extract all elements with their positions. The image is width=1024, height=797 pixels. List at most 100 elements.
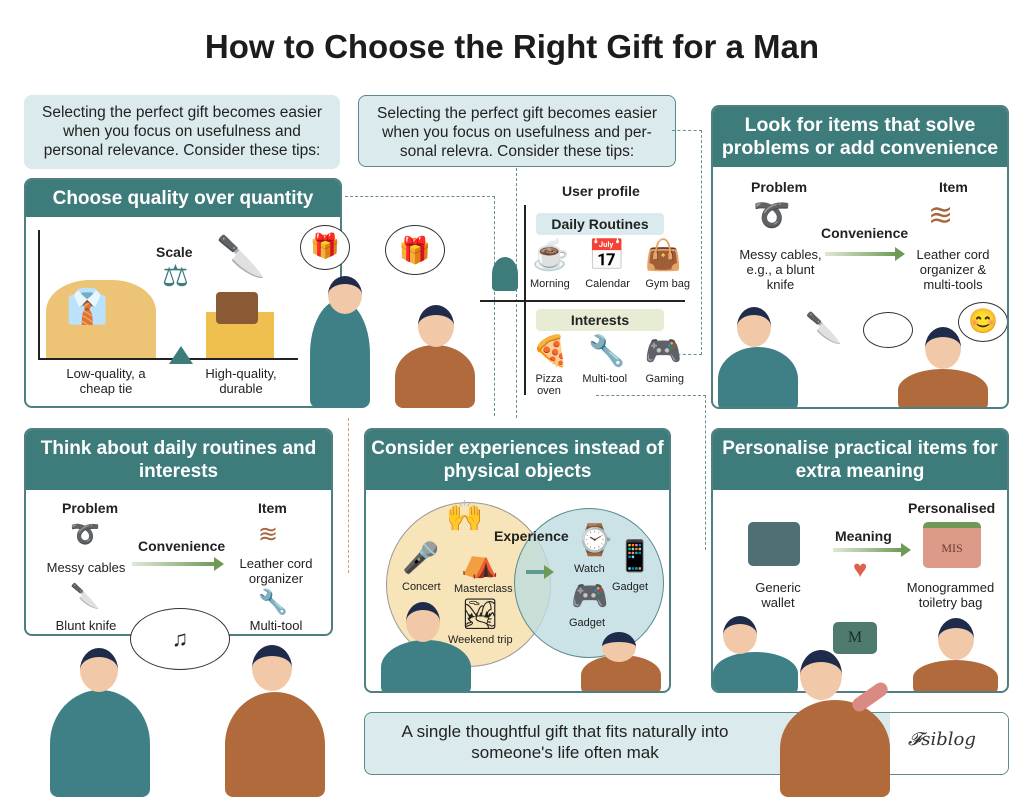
convenience-label: Convenience — [138, 538, 226, 554]
routine-label: Calendar — [585, 278, 630, 290]
gift-thought-bubble: 🎁 — [300, 225, 350, 270]
arrow-icon — [833, 543, 911, 557]
y-axis — [38, 230, 40, 360]
connector-line — [348, 418, 498, 573]
gadget-icon: 🎮 — [571, 580, 609, 613]
messy-cables-icon: ➰ — [70, 521, 100, 548]
cheap-items-pile — [46, 280, 156, 358]
experience-label: Concert — [402, 581, 441, 593]
panel-daily-routines: Think about daily routines and interests… — [24, 428, 333, 636]
panel-heading: Look for items that solve problems or ad… — [713, 107, 1007, 167]
woman-head — [737, 307, 771, 347]
man-illustration — [913, 660, 998, 691]
man-illustration — [780, 700, 890, 797]
panel-solve-problems: Look for items that solve problems or ad… — [711, 105, 1009, 409]
summary-box: A single thoughtful gift that fits natur… — [364, 712, 1009, 775]
panel-heading: Choose quality over quantity — [26, 180, 340, 217]
user-icon — [492, 257, 518, 291]
panel-heading: Think about daily routines and interests — [26, 430, 331, 490]
objects-circle — [514, 508, 664, 658]
meaning-label: Meaning — [835, 528, 892, 544]
man-illustration — [898, 369, 988, 407]
routine-label: Gym bag — [645, 278, 690, 290]
daily-routines-label: Daily Routines — [536, 213, 664, 235]
concert-icon: 🎤 — [402, 542, 440, 575]
pizza-oven-icon: 🍕 — [532, 335, 570, 368]
convenience-label: Convenience — [821, 225, 909, 241]
connector-line — [516, 168, 517, 418]
scale-icon: ⚖ — [162, 260, 189, 293]
interest-icons: 🍕🔧🎮 — [532, 335, 682, 369]
problem-label: Problem — [62, 500, 119, 516]
connector-line — [345, 196, 495, 416]
thought-bubble — [863, 312, 913, 348]
routine-label: Morning — [530, 278, 570, 290]
woman-head — [406, 602, 440, 642]
generic-wallet-icon — [748, 522, 800, 566]
experience-label: Experience — [494, 528, 569, 544]
intro-box-2: Selecting the perfect gift becomes easie… — [358, 95, 676, 167]
monogram-label: Monogrammed toiletry bag — [906, 580, 995, 610]
x-axis — [38, 358, 298, 360]
multi-tool-icon: 🔧 — [258, 589, 288, 616]
connector-line — [672, 130, 702, 355]
landscape-icon: 🏞 — [461, 598, 500, 631]
panel-heading: Consider experiences instead of physical… — [366, 430, 669, 490]
problem-text: Messy cables, e.g., a blunt knife — [739, 247, 822, 292]
smiley-icon: 😊 — [958, 302, 1007, 342]
knife-icon: 🔪 — [70, 583, 100, 610]
man-illustration — [225, 692, 325, 797]
routine-labels: Morning Calendar Gym bag — [530, 278, 690, 290]
panel-quality: Choose quality over quantity 👔 Scale ⚖ 🔪… — [24, 178, 342, 408]
interests-label: Interests — [536, 309, 664, 331]
knife-icon: 🔪 — [216, 235, 266, 279]
monogram-bag-icon: MIS — [923, 522, 981, 568]
cord-organizer-icon: ≋ — [928, 199, 954, 232]
routine-icons: ☕📅👜 — [532, 239, 682, 273]
woman-illustration — [718, 347, 798, 407]
calendar-icon: 📅 — [588, 239, 626, 272]
man-head — [800, 650, 842, 700]
man-illustration — [395, 345, 475, 408]
generic-wallet-label: Generic wallet — [755, 580, 801, 610]
wallet-icon — [216, 292, 258, 324]
fsiblog-logo: 𝓕siblog — [908, 729, 976, 750]
watch-icon: ⌚ — [576, 524, 614, 557]
arrow-icon — [825, 247, 905, 261]
interest-label: Multi-tool — [582, 373, 628, 385]
panel-experiences: Consider experiences instead of physical… — [364, 428, 671, 693]
logo-area: 𝓕siblog — [890, 713, 1008, 774]
multi-tool-icon: 🔪 — [805, 312, 843, 345]
tie-icon: 👔 — [66, 288, 109, 326]
man-head — [925, 327, 961, 369]
page-title: How to Choose the Right Gift for a Man — [204, 28, 820, 65]
connector-line — [596, 395, 706, 550]
panel-heading: Personalise practical items for extra me… — [713, 430, 1007, 490]
object-label: Gadget — [612, 581, 649, 593]
gift-thought-bubble: 🎁 — [385, 225, 445, 275]
interest-labels: Pizza oven Multi-tool Gaming — [534, 373, 684, 397]
summary-text: A single thoughtful gift that fits natur… — [401, 722, 729, 762]
fulcrum-icon — [169, 346, 193, 364]
man-head — [418, 305, 454, 347]
gym-bag-icon: 👜 — [644, 239, 682, 272]
arrow-icon — [132, 557, 224, 571]
concert-crowd-icon: 🙌 — [446, 500, 484, 533]
x-axis — [480, 300, 685, 302]
man-head — [252, 645, 292, 691]
masterclass-icon: ⛺ — [461, 546, 499, 579]
tablet-icon: 📱 — [616, 540, 654, 573]
problem-text: Messy cables — [46, 560, 126, 575]
interest-label: Gaming — [645, 373, 684, 385]
panel-personalise: Personalise practical items for extra me… — [711, 428, 1009, 693]
item-text: Multi-tool — [249, 618, 303, 633]
interest-label: Pizza oven — [535, 373, 563, 397]
object-label: Gadget — [569, 617, 606, 629]
gamepad-icon: 🎮 — [644, 335, 682, 368]
object-label: Watch — [574, 563, 605, 575]
cord-organizer-icon: ≋ — [258, 521, 279, 548]
user-profile-title: User profile — [562, 183, 640, 199]
arrow-icon — [526, 565, 554, 579]
woman-illustration — [713, 652, 798, 691]
